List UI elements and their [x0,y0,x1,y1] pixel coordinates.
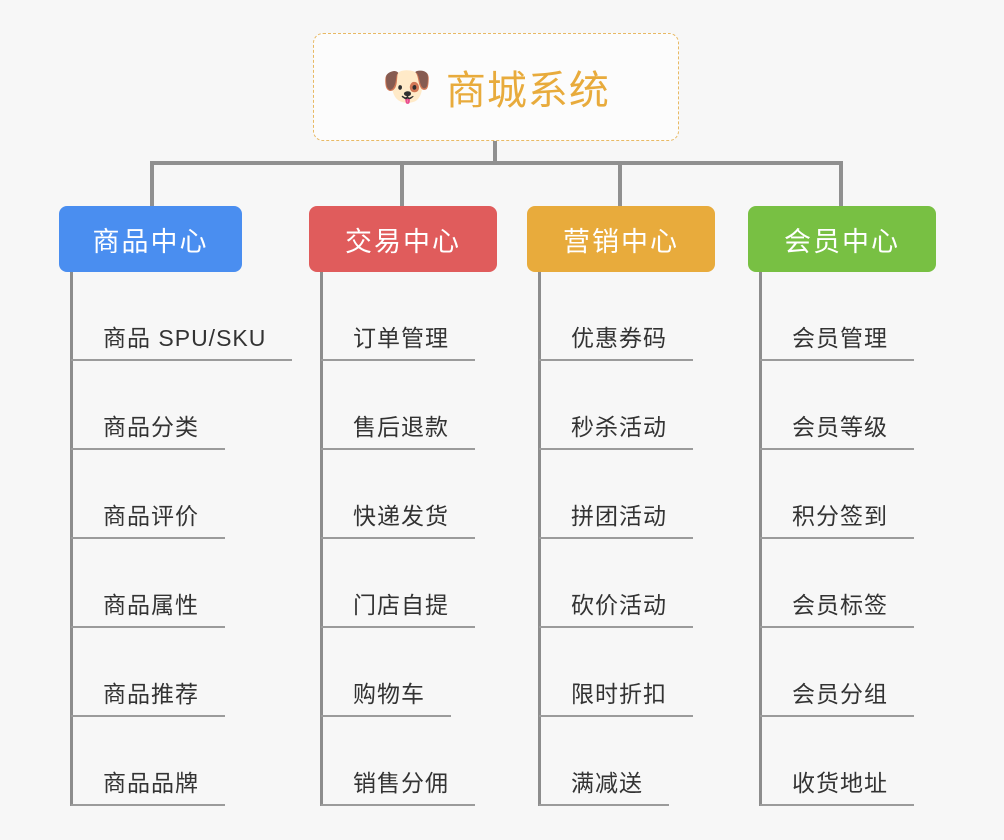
list-item[interactable]: 快递发货 [321,450,529,539]
leaf-label: 积分签到 [760,503,914,539]
list-item[interactable]: 商品 SPU/SKU [71,272,293,361]
list-item[interactable]: 满减送 [539,717,747,806]
list-item[interactable]: 商品推荐 [71,628,279,717]
leaf-label: 商品分类 [71,414,225,450]
leaf-stack-product-center: 商品 SPU/SKU 商品分类 商品评价 商品属性 商品推荐 商品品牌 [59,272,293,806]
branch-marketing-center: 营销中心 优惠券码 秒杀活动 拼团活动 砍价活动 限时折扣 满减送 [527,206,747,806]
leaf-label: 砍价活动 [539,592,693,628]
list-item[interactable]: 限时折扣 [539,628,747,717]
leaf-label: 满减送 [539,770,669,806]
list-item[interactable]: 会员等级 [760,361,968,450]
list-item[interactable]: 商品品牌 [71,717,279,806]
list-item[interactable]: 销售分佣 [321,717,529,806]
list-item[interactable]: 会员分组 [760,628,968,717]
leaf-label: 商品评价 [71,503,225,539]
leaf-label: 会员管理 [760,325,914,361]
list-item[interactable]: 会员标签 [760,539,968,628]
leaf-label: 限时折扣 [539,681,693,717]
leaf-stack-member-center: 会员管理 会员等级 积分签到 会员标签 会员分组 收货地址 [748,272,968,806]
shiba-dog-face-icon: 🐶 [382,65,432,109]
branch-header-product-center[interactable]: 商品中心 [59,206,242,272]
branch-trade-center: 交易中心 订单管理 售后退款 快递发货 门店自提 购物车 销售分佣 [309,206,529,806]
branch-member-center: 会员中心 会员管理 会员等级 积分签到 会员标签 会员分组 收货地址 [748,206,968,806]
leaf-label: 商品 SPU/SKU [71,325,293,361]
leaf-label: 门店自提 [321,592,475,628]
list-item[interactable]: 砍价活动 [539,539,747,628]
list-item[interactable]: 商品分类 [71,361,279,450]
leaf-spine [759,272,762,806]
list-item[interactable]: 优惠券码 [539,272,747,361]
leaf-label: 快递发货 [321,503,475,539]
leaf-stack-trade-center: 订单管理 售后退款 快递发货 门店自提 购物车 销售分佣 [309,272,529,806]
leaf-label: 销售分佣 [321,770,475,806]
leaf-spine [538,272,541,806]
root-title: 商城系统 [445,69,610,113]
list-item[interactable]: 收货地址 [760,717,968,806]
connector-drop-1 [150,161,154,208]
list-item[interactable]: 秒杀活动 [539,361,747,450]
branch-header-member-center[interactable]: 会员中心 [748,206,936,272]
leaf-stack-marketing-center: 优惠券码 秒杀活动 拼团活动 砍价活动 限时折扣 满减送 [527,272,747,806]
leaf-label: 收货地址 [760,770,914,806]
list-item[interactable]: 会员管理 [760,272,968,361]
list-item[interactable]: 商品评价 [71,450,279,539]
leaf-label: 购物车 [321,681,451,717]
leaf-spine [70,272,73,806]
leaf-label: 优惠券码 [539,325,693,361]
branch-product-center: 商品中心 商品 SPU/SKU 商品分类 商品评价 商品属性 商品推荐 商品品牌 [59,206,293,806]
leaf-label: 会员标签 [760,592,914,628]
root-node[interactable]: 🐶 商城系统 [313,33,679,141]
list-item[interactable]: 门店自提 [321,539,529,628]
leaf-label: 秒杀活动 [539,414,693,450]
branch-header-marketing-center[interactable]: 营销中心 [527,206,715,272]
leaf-label: 会员分组 [760,681,914,717]
leaf-label: 订单管理 [321,325,475,361]
connector-root-stem [493,141,497,164]
list-item[interactable]: 订单管理 [321,272,529,361]
leaf-label: 拼团活动 [539,503,693,539]
leaf-spine [320,272,323,806]
leaf-label: 商品属性 [71,592,225,628]
list-item[interactable]: 商品属性 [71,539,279,628]
list-item[interactable]: 购物车 [321,628,529,717]
leaf-label: 售后退款 [321,414,475,450]
leaf-label: 商品推荐 [71,681,225,717]
leaf-label: 商品品牌 [71,770,225,806]
list-item[interactable]: 售后退款 [321,361,529,450]
connector-drop-2 [400,161,404,208]
connector-drop-3 [618,161,622,208]
connector-drop-4 [839,161,843,208]
branch-header-trade-center[interactable]: 交易中心 [309,206,497,272]
list-item[interactable]: 拼团活动 [539,450,747,539]
connector-horizontal-bus [150,161,843,165]
list-item[interactable]: 积分签到 [760,450,968,539]
leaf-label: 会员等级 [760,414,914,450]
